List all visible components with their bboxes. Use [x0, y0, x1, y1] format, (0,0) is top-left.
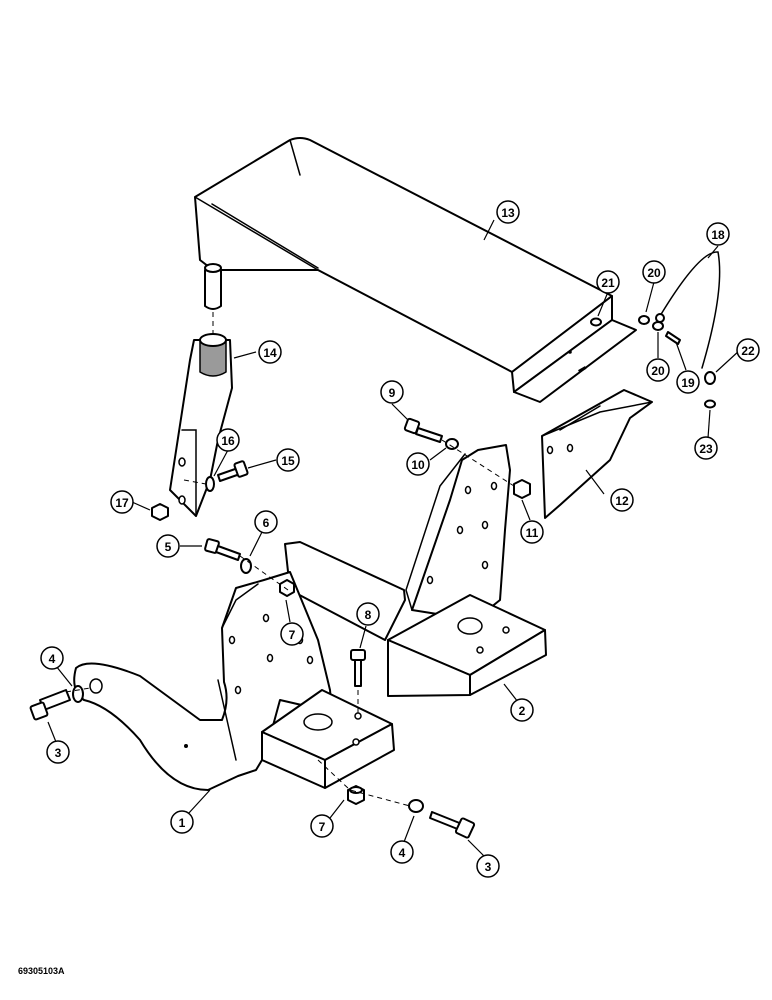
- part-4-washer-lower: [408, 799, 424, 813]
- callout-label: 17: [115, 496, 129, 510]
- leader-lines: [47, 219, 741, 857]
- part-23-washer: [704, 399, 716, 409]
- assembly-lines: [65, 312, 515, 807]
- callout-21: 21: [596, 270, 620, 294]
- callout-label: 2: [519, 704, 526, 718]
- callout-13: 13: [496, 200, 520, 224]
- callout-4: 4: [40, 646, 64, 670]
- callout-label: 21: [601, 276, 615, 290]
- callout-1: 1: [170, 810, 194, 834]
- callout-3: 3: [46, 740, 70, 764]
- callout-label: 9: [389, 386, 396, 400]
- callout-7: 7: [280, 622, 304, 646]
- callout-label: 3: [55, 746, 62, 760]
- callout-5: 5: [156, 534, 180, 558]
- part-3-bolt-lower: [429, 811, 476, 839]
- callout-label: 5: [165, 540, 172, 554]
- callout-label: 13: [501, 206, 515, 220]
- callout-label: 3: [485, 860, 492, 874]
- part-8-bolt: [350, 649, 366, 687]
- callout-label: 6: [263, 516, 270, 530]
- callout-11: 11: [520, 520, 544, 544]
- part-11-nut: [513, 479, 531, 499]
- part-9-bolt: [403, 417, 443, 443]
- part-16-washer: [205, 476, 215, 492]
- part-12-bracket: [541, 389, 653, 519]
- callout-label: 4: [399, 846, 406, 860]
- part-21-nut: [590, 317, 602, 327]
- callout-19: 19: [676, 370, 700, 394]
- callout-3: 3: [476, 854, 500, 878]
- callout-label: 20: [651, 364, 665, 378]
- part-7-nut-lower: [347, 785, 365, 805]
- callout-23: 23: [694, 436, 718, 460]
- callout-label: 19: [681, 376, 695, 390]
- part-15-bolt: [217, 460, 249, 482]
- callout-20: 20: [646, 358, 670, 382]
- callout-label: 10: [411, 458, 425, 472]
- callout-7: 7: [310, 814, 334, 838]
- callout-18: 18: [706, 222, 730, 246]
- callout-10: 10: [406, 452, 430, 476]
- callout-label: 12: [615, 494, 629, 508]
- callout-label: 11: [526, 526, 539, 540]
- callout-label: 4: [49, 652, 56, 666]
- callout-17: 17: [110, 490, 134, 514]
- part-2-right-bracket: [284, 444, 547, 697]
- part-7-nut-upper: [279, 579, 295, 597]
- part-19-pin: [665, 331, 681, 345]
- callout-6: 6: [254, 510, 278, 534]
- callout-label: 18: [711, 228, 725, 242]
- part-13-step: [194, 137, 637, 403]
- callout-12: 12: [610, 488, 634, 512]
- part-22-ring: [704, 371, 716, 385]
- part-3-bolt-left: [29, 689, 71, 721]
- part-20-washers: [638, 315, 664, 331]
- callout-16: 16: [216, 428, 240, 452]
- callout-2: 2: [510, 698, 534, 722]
- part-4-washer-left: [72, 685, 84, 703]
- part-14-post-bracket: [169, 333, 233, 517]
- callout-4: 4: [390, 840, 414, 864]
- part-10-washer: [445, 438, 459, 450]
- callout-label: 15: [281, 454, 295, 468]
- part-1-left-bracket: [73, 571, 395, 791]
- callout-9: 9: [380, 380, 404, 404]
- callout-label: 8: [365, 608, 372, 622]
- part-18-lanyard: [655, 251, 721, 369]
- callout-label: 1: [179, 816, 186, 830]
- callout-15: 15: [276, 448, 300, 472]
- callout-14: 14: [258, 340, 282, 364]
- callout-label: 23: [699, 442, 713, 456]
- callout-22: 22: [736, 338, 760, 362]
- callout-8: 8: [356, 602, 380, 626]
- callout-label: 16: [221, 434, 235, 448]
- callout-20: 20: [642, 260, 666, 284]
- part-17-nut: [151, 503, 169, 521]
- part-5-bolt: [204, 538, 241, 561]
- callout-label: 7: [319, 820, 326, 834]
- callout-label: 20: [647, 266, 661, 280]
- part-6-washer: [240, 558, 252, 574]
- callout-label: 22: [741, 344, 755, 358]
- figure-reference-code: 69305103A: [18, 966, 65, 976]
- callout-label: 14: [263, 346, 277, 360]
- callout-label: 7: [289, 628, 296, 642]
